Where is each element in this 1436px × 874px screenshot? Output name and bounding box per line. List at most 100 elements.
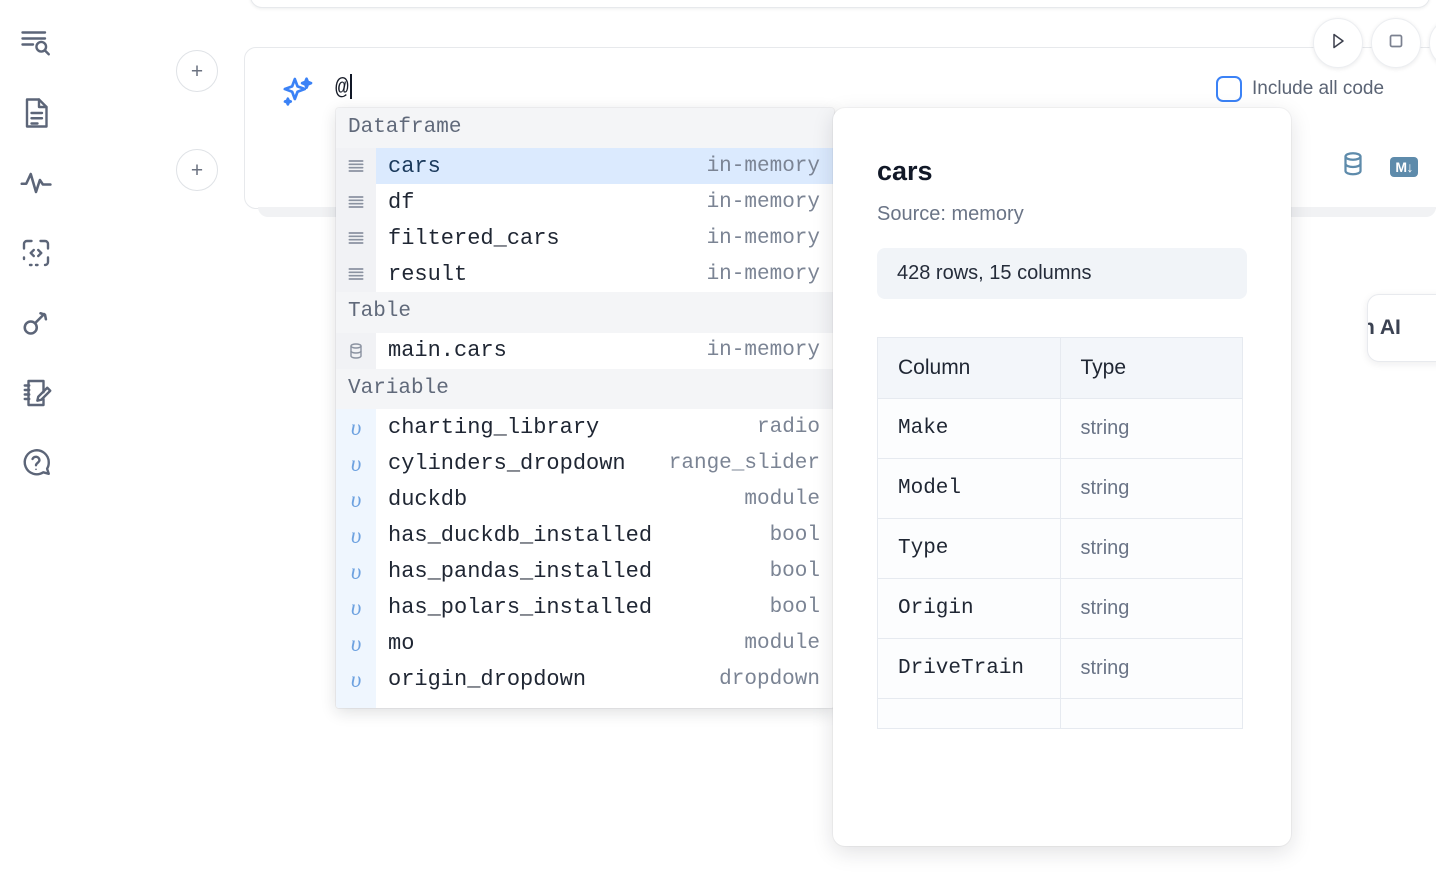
autocomplete-option[interactable]: main.cars in-memory [336, 332, 834, 369]
detail-source: Source: memory [877, 203, 1024, 225]
autocomplete-option-type: bool [769, 523, 820, 547]
stop-square-icon [1384, 29, 1408, 58]
schema-column-type: string [1059, 638, 1243, 699]
autocomplete-option-body [376, 697, 834, 708]
file-document-icon [18, 95, 54, 131]
autocomplete-detail-panel: cars Source: memory 428 rows, 15 columns… [833, 108, 1291, 846]
autocomplete-option-name: duckdb [388, 486, 468, 512]
dataframe-rows-icon [336, 220, 376, 257]
markdown-icon[interactable]: M↓ [1390, 156, 1418, 177]
table-row [877, 698, 1243, 729]
variable-upsilon-icon: υ [336, 661, 376, 698]
run-cell-button[interactable] [1313, 18, 1363, 68]
autocomplete-option[interactable]: df in-memory [336, 184, 834, 221]
more-actions-button[interactable] [1429, 18, 1436, 68]
generate-with-ai-label: h AI [1368, 316, 1401, 339]
chat-question-icon [18, 445, 54, 481]
ai-prompt-input[interactable]: @ [335, 74, 352, 101]
autocomplete-option-body: filtered_cars in-memory [376, 220, 834, 256]
autocomplete-option[interactable]: υ [336, 697, 834, 708]
sidebar-item-explore[interactable] [12, 18, 60, 68]
table-header-row: Column Type [877, 337, 1243, 399]
schema-column-name: Make [877, 398, 1061, 459]
header-type: Type [1059, 337, 1243, 399]
autocomplete-section-header: Variable [336, 368, 834, 410]
schema-column-name: DriveTrain [877, 638, 1061, 699]
sidebar-item-snippets[interactable] [12, 228, 60, 278]
autocomplete-option-name: charting_library [388, 414, 600, 440]
stop-cell-button[interactable] [1371, 18, 1421, 68]
ai-sparkle-icon [279, 74, 317, 117]
sidebar-item-help[interactable] [12, 438, 60, 488]
autocomplete-option-type: radio [756, 415, 820, 439]
schema-column-type: string [1059, 578, 1243, 639]
add-cell-below-button[interactable]: + [176, 149, 218, 191]
sidebar-item-dependencies[interactable] [12, 158, 60, 208]
run-controls [1313, 18, 1436, 68]
autocomplete-option-type: in-memory [706, 339, 820, 363]
include-all-code-toggle[interactable]: Include all code [1216, 76, 1384, 102]
autocomplete-option-type: module [744, 487, 820, 511]
autocomplete-option-body: result in-memory [376, 256, 834, 292]
generate-with-ai-button[interactable]: h AI [1367, 294, 1436, 362]
text-caret [349, 74, 352, 99]
variable-upsilon-icon: υ [336, 553, 376, 590]
autocomplete-option-name: has_pandas_installed [388, 558, 653, 584]
autocomplete-option[interactable]: result in-memory [336, 256, 834, 293]
autocomplete-option-type: in-memory [706, 190, 820, 214]
autocomplete-option-name: cylinders_dropdown [388, 450, 626, 476]
autocomplete-option-body: duckdb module [376, 481, 834, 517]
variable-upsilon-icon: υ [336, 481, 376, 518]
schema-column-name: Origin [877, 578, 1061, 639]
autocomplete-option-name: df [388, 189, 415, 215]
autocomplete-option[interactable]: filtered_cars in-memory [336, 220, 834, 257]
include-all-code-label: Include all code [1252, 78, 1385, 99]
previous-cell-outline [250, 0, 1430, 8]
key-secrets-icon [18, 305, 54, 341]
code-snippet-icon [18, 235, 54, 271]
variable-upsilon-icon: υ [336, 625, 376, 662]
autocomplete-section-header: Table [336, 292, 834, 333]
sidebar-item-secrets[interactable] [12, 298, 60, 348]
autocomplete-option-name: main.cars [388, 338, 507, 364]
autocomplete-option-type: module [744, 631, 820, 655]
add-cell-above-button[interactable]: + [176, 50, 218, 92]
variable-upsilon-icon: υ [336, 697, 376, 708]
autocomplete-option-type: in-memory [706, 226, 820, 250]
autocomplete-option-name: has_duckdb_installed [388, 522, 653, 548]
autocomplete-option-name: filtered_cars [388, 225, 560, 251]
sidebar-item-files[interactable] [12, 88, 60, 138]
autocomplete-section-header: Dataframe [336, 108, 834, 149]
autocomplete-option-type: in-memory [706, 262, 820, 286]
header-column: Column [877, 337, 1061, 399]
sidebar-rail [0, 0, 72, 874]
autocomplete-option-name: result [388, 261, 468, 287]
include-all-code-checkbox[interactable] [1216, 76, 1242, 102]
dataframe-rows-icon [336, 256, 376, 293]
outline-search-icon [18, 25, 54, 61]
notebook-edit-icon [18, 375, 54, 411]
sidebar-item-scratchpad[interactable] [12, 368, 60, 418]
database-icon[interactable] [1338, 149, 1368, 184]
autocomplete-option-type: dropdown [719, 667, 820, 691]
variable-upsilon-icon: υ [336, 589, 376, 626]
autocomplete-option-body: df in-memory [376, 184, 834, 220]
